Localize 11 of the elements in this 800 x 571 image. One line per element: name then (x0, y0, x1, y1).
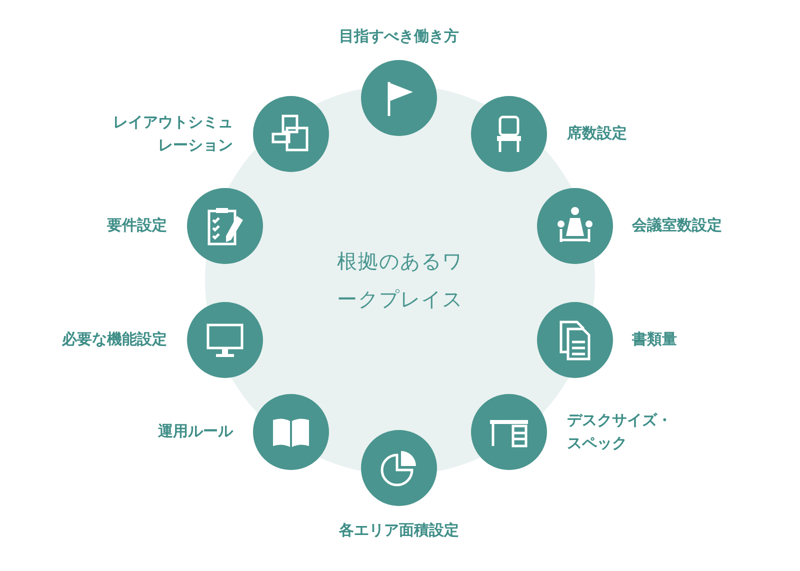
node-label: 目指すべき働き方 (339, 26, 459, 47)
node-label: デスクサイズ・スペック (567, 410, 673, 454)
node-label: 会議室数設定 (632, 215, 722, 236)
node-label: 要件設定 (107, 215, 167, 236)
node-label: 必要な機能設定 (62, 329, 167, 350)
node-label: 席数設定 (567, 123, 627, 144)
node-label: 各エリア面積設定 (339, 520, 459, 541)
node-label: 書類量 (632, 329, 677, 350)
center-text: 根拠のあるワークプレイス (336, 248, 464, 313)
node-label: レイアウトシミュレーション (112, 112, 233, 156)
node-label: 運用ルール (158, 421, 233, 442)
